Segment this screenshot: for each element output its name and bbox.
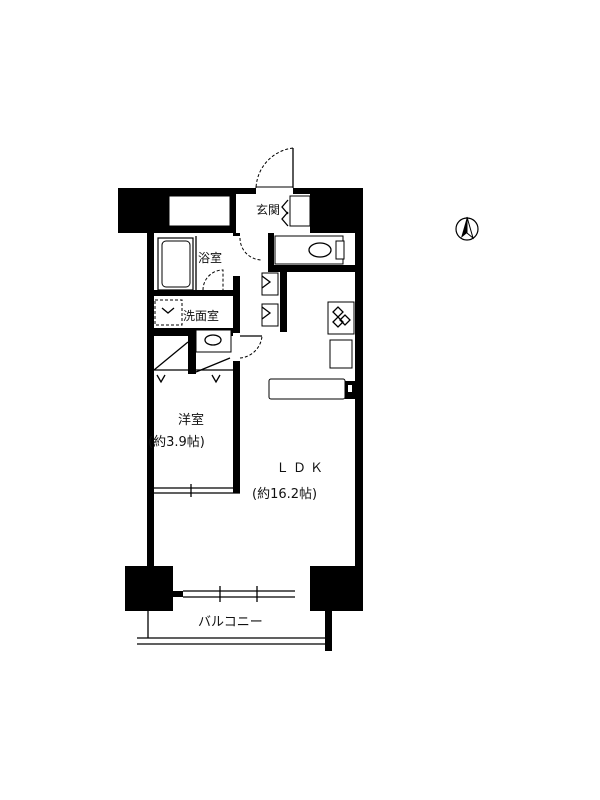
label-ldk-size: (約16.2帖)	[252, 487, 317, 502]
label-western-room-size: (約3.9帖)	[148, 435, 205, 450]
bathtub	[157, 237, 194, 291]
kitchen-island	[268, 378, 346, 400]
north-arrow-icon	[455, 216, 479, 241]
kitchen-sink	[329, 339, 353, 369]
wall-top-right	[310, 188, 363, 233]
label-western-room: 洋室	[178, 412, 204, 428]
entrance-door	[255, 147, 294, 192]
label-bathroom: 浴室	[198, 250, 222, 265]
storage-box	[168, 195, 231, 227]
label-ldk: ＬＤＫ	[276, 461, 327, 476]
stove	[327, 301, 355, 335]
label-washroom: 洗面室	[183, 308, 219, 323]
shoe-closet	[289, 195, 311, 227]
label-balcony: バルコニー	[198, 615, 263, 630]
label-entrance: 玄関	[256, 202, 280, 217]
